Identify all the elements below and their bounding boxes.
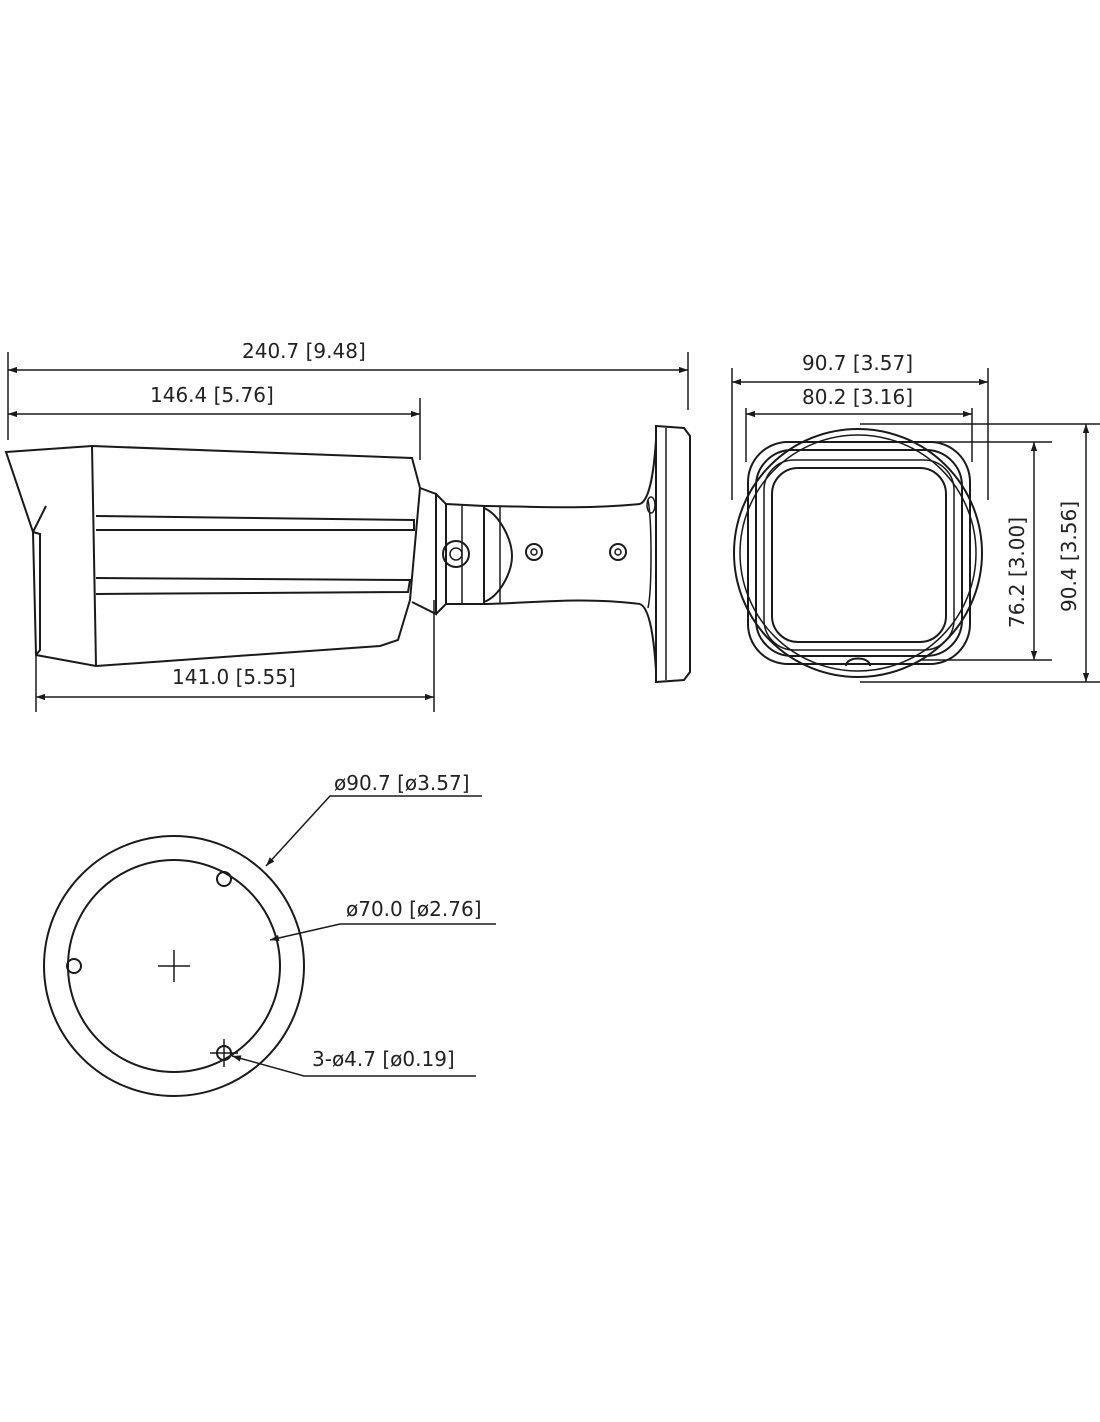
bracket-screw-1 bbox=[525, 543, 543, 561]
rear-cap bbox=[411, 487, 437, 616]
front-hood-outline bbox=[747, 441, 971, 665]
inner-height-label: 76.2 [3.00] bbox=[1005, 517, 1029, 628]
hole-spec-label: 3-ø4.7 [ø0.19] bbox=[312, 1047, 455, 1071]
housing-length-label: 146.4 [5.76] bbox=[150, 383, 274, 407]
body-length-label: 141.0 [5.55] bbox=[172, 665, 296, 689]
inner-width-label: 80.2 [3.16] bbox=[802, 385, 913, 409]
bracket-screw-2 bbox=[609, 543, 627, 561]
mounting-hole-2 bbox=[66, 958, 82, 974]
bracket-arm bbox=[442, 439, 657, 671]
side-view: 240.7 [9.48] 146.4 [5.76] 141.0 [5.55] bbox=[4, 339, 691, 712]
body-rib-top bbox=[95, 515, 415, 531]
base-outer-circle bbox=[43, 835, 305, 1097]
outer-height-label: 90.4 [3.56] bbox=[1057, 501, 1081, 612]
outer-width-label: 90.7 [3.57] bbox=[802, 351, 913, 375]
body-rib-bottom bbox=[95, 577, 412, 595]
base-view: ø90.7 [ø3.57] ø70.0 [ø2.76] 3-ø4.7 [ø0.1… bbox=[43, 771, 496, 1097]
sun-shield bbox=[4, 444, 422, 668]
front-outer-housing bbox=[733, 428, 983, 678]
front-lens-window bbox=[771, 467, 947, 643]
overall-length-label: 240.7 [9.48] bbox=[242, 339, 366, 363]
bolt-circle-label: ø70.0 [ø2.76] bbox=[346, 897, 482, 921]
outer-diameter-label: ø90.7 [ø3.57] bbox=[334, 771, 470, 795]
front-view: 90.7 [3.57] 80.2 [3.16] 76.2 [3.00] 90.4… bbox=[731, 351, 1100, 683]
mounting-hole-1 bbox=[216, 871, 232, 887]
wall-base-plate bbox=[655, 424, 691, 684]
